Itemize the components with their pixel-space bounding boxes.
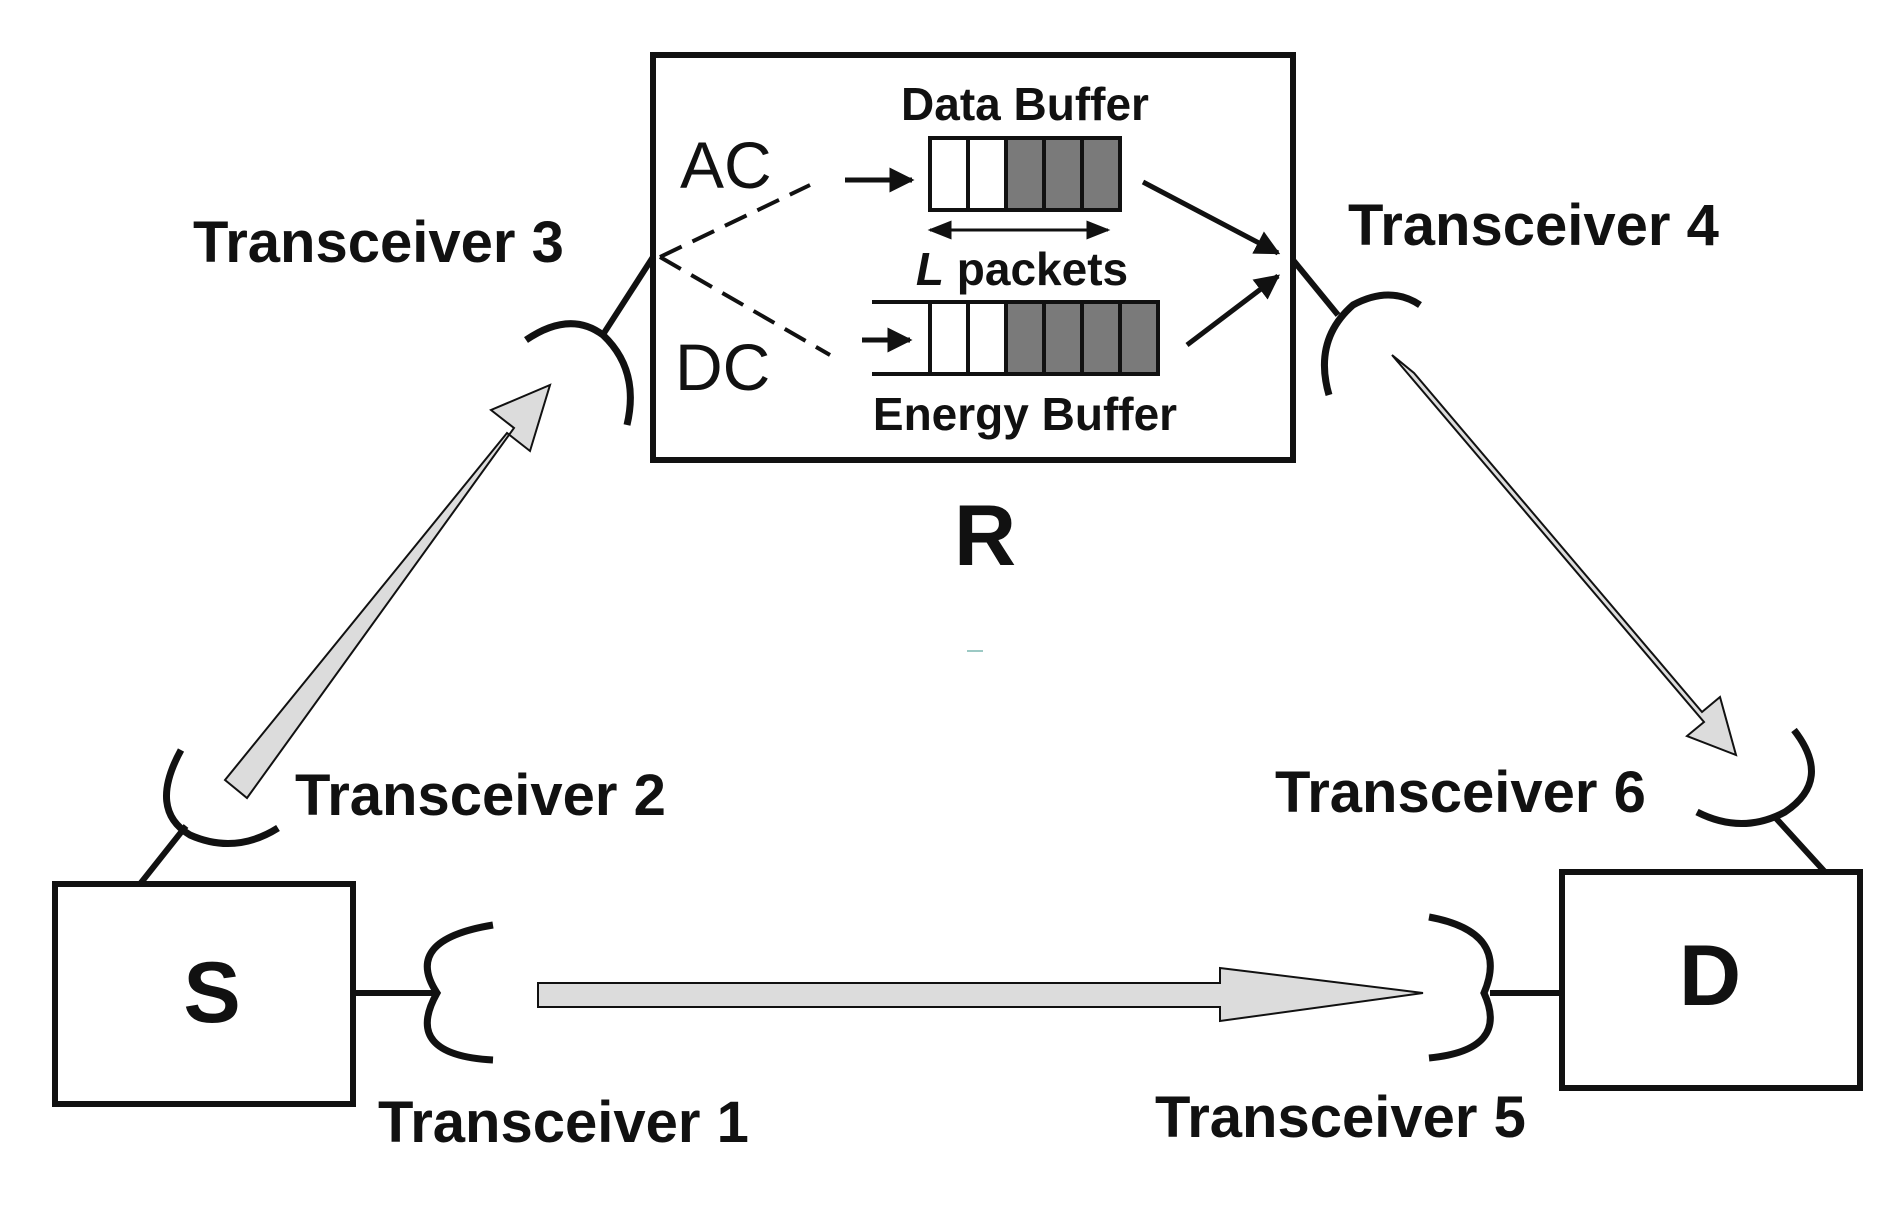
ac-label: AC: [680, 128, 772, 202]
transceiver-1-label: Transceiver 1: [378, 1090, 749, 1155]
energy-buffer-title: Energy Buffer: [873, 388, 1177, 440]
buffer-length-label: L packets: [916, 243, 1128, 295]
data-output-arrow-icon: [1141, 179, 1281, 256]
buffer-length-symbol: L: [916, 243, 944, 295]
transceiver-5-antenna-icon: [1428, 913, 1494, 1062]
harvest-paths: [659, 183, 831, 357]
transceiver-2-antenna-icon: [163, 748, 280, 847]
buffer-length-unit: packets: [944, 243, 1128, 295]
data-buffer: [928, 136, 1122, 212]
link-arrow-s-to-r: [223, 383, 552, 800]
destination-node: D: [1559, 869, 1863, 1091]
energy-output-arrow-icon: [1185, 274, 1280, 347]
transceiver-1-antenna-icon: [423, 921, 494, 1064]
transceiver-3-antenna-icon: [524, 320, 634, 426]
destination-label: D: [1679, 928, 1741, 1024]
transceiver-6-antenna-icon: [1695, 727, 1815, 827]
data-buffer-title: Data Buffer: [901, 78, 1149, 130]
transceiver-2-label: Transceiver 2: [295, 763, 666, 828]
link-arrow-r-to-d: [1391, 354, 1738, 757]
transceiver-6-label: Transceiver 6: [1275, 760, 1646, 825]
link-arrow-s-to-d: [537, 966, 1424, 1023]
transceiver-4-label: Transceiver 4: [1348, 193, 1719, 258]
dc-label: DC: [675, 330, 770, 404]
energy-buffer: [872, 300, 1160, 376]
antenna-stems: [137, 255, 1828, 996]
source-node: S: [52, 881, 356, 1107]
relay-node: [650, 52, 1296, 463]
transceiver-5-label: Transceiver 5: [1155, 1085, 1526, 1150]
relay-label: R: [954, 488, 1016, 584]
transceiver-3-label: Transceiver 3: [193, 210, 564, 275]
transceiver-4-antenna-icon: [1320, 291, 1422, 396]
source-label: S: [183, 945, 240, 1041]
